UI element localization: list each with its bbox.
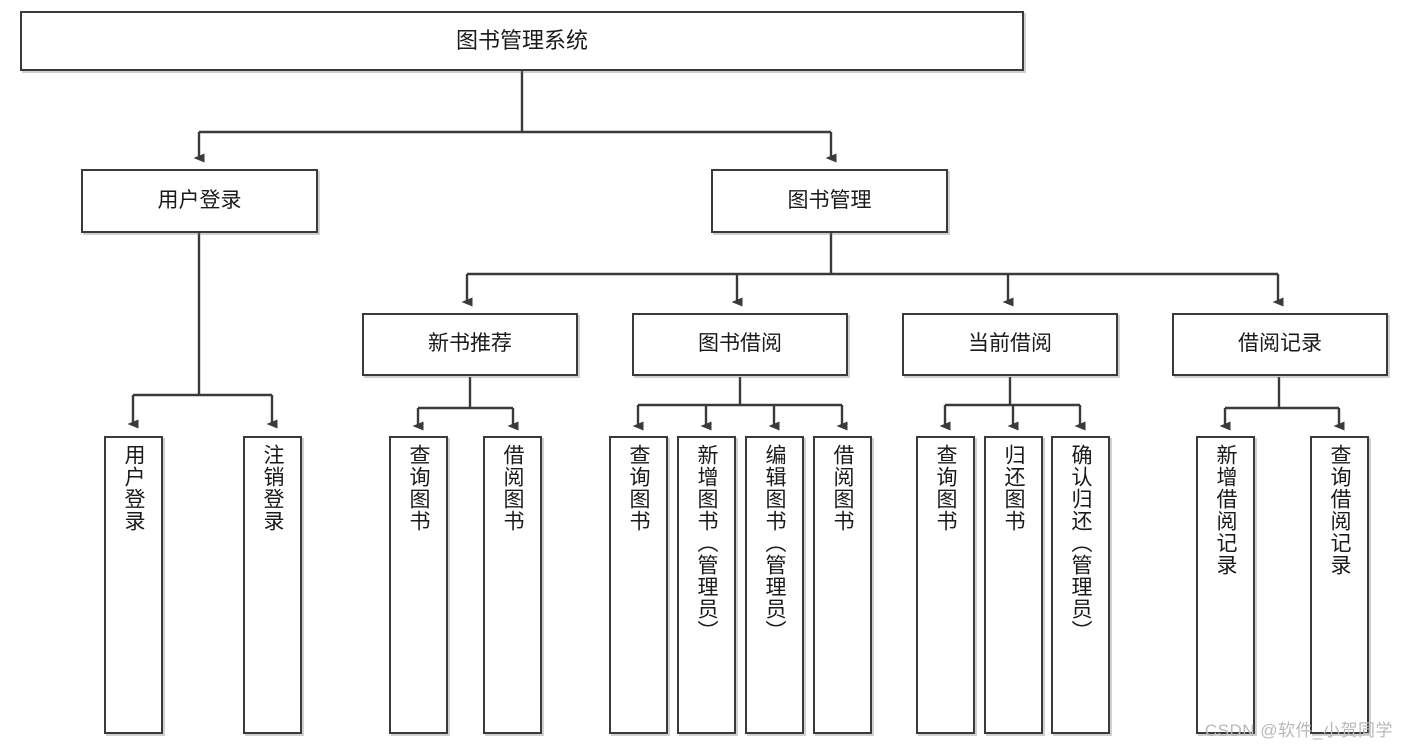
node-label: 确认归还（管理员） xyxy=(1069,444,1092,642)
leaf-add-borrow-record[interactable]: 新增借阅记录 xyxy=(1196,436,1255,734)
leaf-confirm-return-admin[interactable]: 确认归还（管理员） xyxy=(1051,436,1110,734)
node-borrow-record[interactable]: 借阅记录 xyxy=(1172,313,1388,376)
node-label: 图书管理系统 xyxy=(455,28,588,54)
node-label: 借阅记录 xyxy=(1238,332,1322,356)
node-label: 注销登录 xyxy=(261,444,284,532)
node-label: 归还图书 xyxy=(1002,444,1025,532)
node-label: 查询图书 xyxy=(934,444,957,532)
node-label: 图书管理 xyxy=(787,188,872,212)
leaf-user-login[interactable]: 用户登录 xyxy=(104,436,163,734)
node-label: 用户登录 xyxy=(157,188,242,212)
node-current-borrow[interactable]: 当前借阅 xyxy=(902,313,1118,376)
leaf-logout-login[interactable]: 注销登录 xyxy=(243,436,302,734)
csdn-watermark: CSDN @软件_小贺同学 xyxy=(1204,721,1393,740)
leaf-query-book-1[interactable]: 查询图书 xyxy=(389,436,448,734)
node-label: 新增借阅记录 xyxy=(1214,444,1237,576)
node-label: 查询图书 xyxy=(627,444,650,532)
leaf-borrow-book-2[interactable]: 借阅图书 xyxy=(813,436,872,734)
node-book-borrow[interactable]: 图书借阅 xyxy=(632,313,848,376)
leaf-add-book-admin[interactable]: 新增图书（管理员） xyxy=(677,436,736,734)
node-label: 查询图书 xyxy=(407,444,430,532)
leaf-query-borrow-record[interactable]: 查询借阅记录 xyxy=(1310,436,1369,734)
leaf-borrow-book-1[interactable]: 借阅图书 xyxy=(483,436,542,734)
node-label: 查询借阅记录 xyxy=(1328,444,1351,576)
node-label: 借阅图书 xyxy=(831,444,854,532)
node-root-system[interactable]: 图书管理系统 xyxy=(20,11,1024,71)
node-label: 新增图书（管理员） xyxy=(695,444,718,642)
leaf-edit-book-admin[interactable]: 编辑图书（管理员） xyxy=(745,436,804,734)
node-label: 编辑图书（管理员） xyxy=(763,444,786,642)
node-label: 新书推荐 xyxy=(428,332,512,356)
node-label: 借阅图书 xyxy=(501,444,524,532)
node-book-management[interactable]: 图书管理 xyxy=(711,169,948,233)
node-user-login[interactable]: 用户登录 xyxy=(81,169,318,233)
leaf-return-book[interactable]: 归还图书 xyxy=(984,436,1043,734)
node-new-book-recommend[interactable]: 新书推荐 xyxy=(362,313,578,376)
node-label: 用户登录 xyxy=(122,444,145,532)
leaf-query-book-2[interactable]: 查询图书 xyxy=(609,436,668,734)
node-label: 图书借阅 xyxy=(698,332,782,356)
node-label: 当前借阅 xyxy=(968,332,1052,356)
leaf-query-book-3[interactable]: 查询图书 xyxy=(916,436,975,734)
